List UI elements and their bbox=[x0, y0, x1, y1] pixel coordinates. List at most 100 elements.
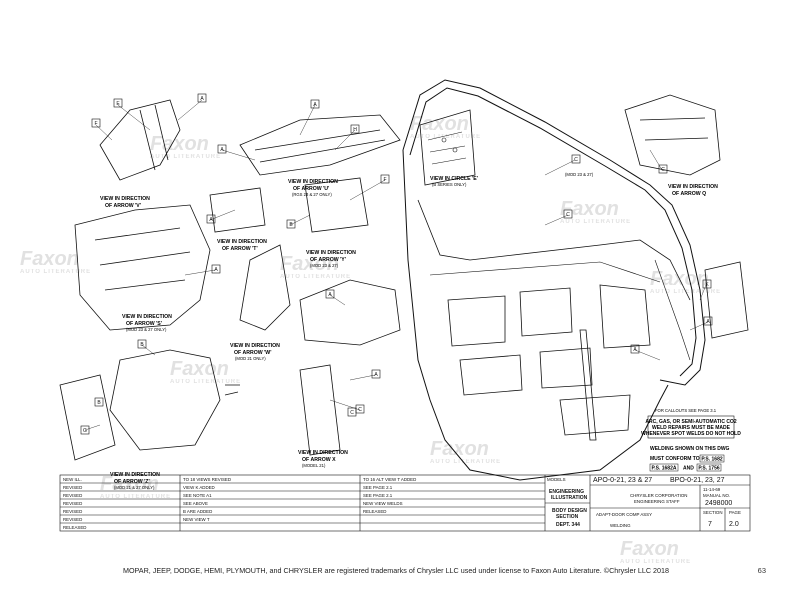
svg-text:AND: AND bbox=[683, 466, 694, 472]
svg-text:Faxon: Faxon bbox=[20, 248, 79, 270]
svg-text:SEE PAGE 2.1: SEE PAGE 2.1 bbox=[363, 485, 393, 490]
svg-text:WHENEVER SPOT WELDS DO NOT HOL: WHENEVER SPOT WELDS DO NOT HOLD bbox=[641, 431, 741, 437]
svg-text:2498000: 2498000 bbox=[705, 500, 732, 507]
model-ref-right: (MOD 23 & 27) bbox=[565, 172, 594, 177]
svg-text:MANUAL NO.: MANUAL NO. bbox=[703, 493, 730, 498]
svg-text:ARC, GAS, OR SEMI-AUTOMATIC CO: ARC, GAS, OR SEMI-AUTOMATIC CO2 bbox=[645, 419, 736, 425]
weld-note: ARC, GAS, OR SEMI-AUTOMATIC CO2 WELD REP… bbox=[641, 415, 741, 439]
svg-text:MUST CONFORM TO: MUST CONFORM TO bbox=[650, 456, 700, 462]
svg-text:REVISED: REVISED bbox=[63, 509, 82, 514]
svg-text:A: A bbox=[633, 347, 637, 353]
svg-text:A: A bbox=[220, 147, 224, 153]
svg-text:VIEW IN DIRECTION: VIEW IN DIRECTION bbox=[122, 314, 172, 320]
svg-text:11-14-69: 11-14-69 bbox=[703, 487, 721, 492]
svg-text:TO 16 ALT VIEW T ADDED: TO 16 ALT VIEW T ADDED bbox=[363, 477, 416, 482]
svg-text:(MOD 23 & 27 ONLY): (MOD 23 & 27 ONLY) bbox=[126, 327, 167, 332]
svg-text:ADAPT-DOOR COMP ASSY: ADAPT-DOOR COMP ASSY bbox=[596, 512, 652, 517]
svg-text:F: F bbox=[94, 121, 97, 127]
svg-text:CHRYSLER CORPORATION: CHRYSLER CORPORATION bbox=[630, 493, 687, 498]
svg-text:WELD REPAIRS MUST BE MADE: WELD REPAIRS MUST BE MADE bbox=[652, 425, 731, 431]
callout-letter-text: EAF AAF AAA CCK CAB GBC AAH CB bbox=[83, 96, 710, 434]
svg-text:A: A bbox=[200, 96, 204, 102]
svg-text:H: H bbox=[353, 127, 357, 133]
svg-text:Faxon: Faxon bbox=[100, 473, 159, 495]
svg-text:PAGE: PAGE bbox=[729, 510, 741, 515]
svg-text:OF ARROW 'V': OF ARROW 'V' bbox=[105, 203, 141, 209]
svg-text:NEW ILL.: NEW ILL. bbox=[63, 477, 82, 482]
svg-text:AUTO LITERATURE: AUTO LITERATURE bbox=[280, 274, 351, 280]
svg-text:E: E bbox=[116, 101, 120, 107]
svg-text:OF ARROW 'T': OF ARROW 'T' bbox=[222, 246, 258, 252]
svg-text:2.0: 2.0 bbox=[729, 521, 739, 528]
svg-text:REVISED: REVISED bbox=[63, 493, 82, 498]
title-block-text: MODELS APO-0-21, 23 & 27 BPO-0-21, 23, 2… bbox=[63, 477, 741, 530]
svg-text:Faxon: Faxon bbox=[150, 133, 209, 155]
svg-text:NEW VIEW T: NEW VIEW T bbox=[183, 517, 210, 522]
svg-text:B: B bbox=[97, 400, 101, 406]
leader-lines bbox=[84, 99, 709, 431]
copyright-footer: MOPAR, JEEP, DODGE, HEMI, PLYMOUTH, and … bbox=[122, 566, 670, 575]
svg-text:MODELS: MODELS bbox=[547, 477, 566, 482]
see-note: FOR CALLOUTS SEE PAGE 3.1 bbox=[655, 408, 717, 413]
svg-text:C: C bbox=[350, 410, 354, 416]
svg-text:P.S. 1756: P.S. 1756 bbox=[698, 466, 720, 472]
svg-text:P.S. 1682A: P.S. 1682A bbox=[652, 466, 677, 472]
svg-text:(MOD 23 & 27): (MOD 23 & 27) bbox=[310, 263, 339, 268]
svg-text:(RGS 23 & 27 ONLY): (RGS 23 & 27 ONLY) bbox=[292, 192, 332, 197]
svg-text:Faxon: Faxon bbox=[560, 198, 619, 220]
svg-text:RELEASED: RELEASED bbox=[363, 509, 386, 514]
svg-text:F: F bbox=[383, 177, 386, 183]
svg-text:TO 18 VIEWS REVISED: TO 18 VIEWS REVISED bbox=[183, 477, 231, 482]
svg-text:SECTION: SECTION bbox=[703, 510, 723, 515]
svg-text:Faxon: Faxon bbox=[430, 438, 489, 460]
svg-text:SEE PAGE 2.1: SEE PAGE 2.1 bbox=[363, 493, 393, 498]
svg-text:WELDING: WELDING bbox=[610, 523, 631, 528]
svg-text:AUTO LITERATURE: AUTO LITERATURE bbox=[560, 219, 631, 225]
title-block bbox=[59, 474, 751, 532]
svg-text:A: A bbox=[209, 217, 213, 223]
svg-text:VIEW IN DIRECTION: VIEW IN DIRECTION bbox=[230, 343, 280, 349]
welding-conform-note: WELDING SHOWN ON THIS DWG MUST CONFORM T… bbox=[649, 446, 730, 472]
svg-text:AUTO LITERATURE: AUTO LITERATURE bbox=[620, 559, 691, 565]
svg-text:VIEW IN DIRECTION: VIEW IN DIRECTION bbox=[306, 250, 356, 256]
svg-text:SEE ABOVE: SEE ABOVE bbox=[183, 501, 208, 506]
svg-text:REVISED: REVISED bbox=[63, 485, 82, 490]
svg-text:Faxon: Faxon bbox=[410, 113, 469, 135]
svg-text:OF ARROW 'U': OF ARROW 'U' bbox=[293, 186, 329, 192]
svg-text:SEE NOTE A1: SEE NOTE A1 bbox=[183, 493, 212, 498]
svg-text:A: A bbox=[374, 372, 378, 378]
svg-text:AUTO LITERATURE: AUTO LITERATURE bbox=[100, 494, 171, 500]
svg-text:VIEW IN DIRECTION: VIEW IN DIRECTION bbox=[298, 450, 348, 456]
svg-text:C: C bbox=[566, 212, 570, 218]
svg-text:VIEW IN DIRECTION: VIEW IN DIRECTION bbox=[100, 196, 150, 202]
svg-text:NEW VIEW WELDS: NEW VIEW WELDS bbox=[363, 501, 403, 506]
svg-text:C: C bbox=[661, 167, 665, 173]
svg-text:VIEW IN DIRECTION: VIEW IN DIRECTION bbox=[668, 184, 718, 190]
page-number: 63 bbox=[757, 566, 766, 575]
svg-text:AUTO LITERATURE: AUTO LITERATURE bbox=[430, 459, 501, 465]
svg-text:REVISED: REVISED bbox=[63, 501, 82, 506]
svg-text:A: A bbox=[214, 267, 218, 273]
svg-text:WELDING SHOWN ON THIS DWG: WELDING SHOWN ON THIS DWG bbox=[650, 446, 730, 452]
svg-text:(MOD 21 & 27 ONLY): (MOD 21 & 27 ONLY) bbox=[114, 485, 155, 490]
svg-text:P.S. 1682: P.S. 1682 bbox=[701, 457, 723, 463]
svg-text:ILLUSTRATION: ILLUSTRATION bbox=[551, 495, 588, 501]
door-assembly-drawing bbox=[402, 79, 706, 481]
svg-text:AUTO LITERATURE: AUTO LITERATURE bbox=[650, 289, 721, 295]
svg-text:A: A bbox=[328, 292, 332, 298]
svg-text:OF ARROW Q: OF ARROW Q bbox=[672, 191, 706, 197]
